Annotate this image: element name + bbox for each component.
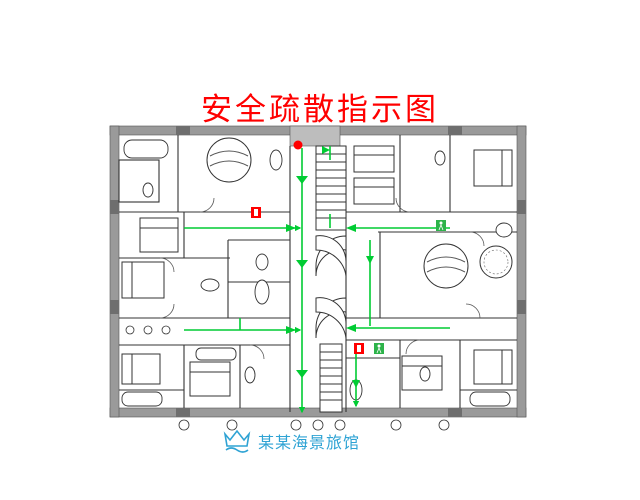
wall-piers — [110, 126, 526, 417]
route-arrows — [286, 146, 374, 388]
fire-extinguisher-icon — [251, 207, 364, 354]
outer-walls — [109, 125, 527, 418]
you-are-here-dot — [293, 140, 303, 150]
round-tables — [125, 325, 450, 431]
room-partitions — [118, 135, 517, 412]
hotel-name: 某某海景旅馆 — [258, 433, 361, 452]
stair-core — [315, 145, 347, 413]
door-swings — [159, 197, 485, 360]
round-beds — [206, 137, 513, 289]
emergency-exit-icon — [374, 220, 446, 354]
wave-crown-logo-icon — [223, 429, 251, 453]
evacuation-routes — [184, 146, 450, 414]
map-title: 安全疏散指示图 — [201, 92, 439, 128]
beds — [121, 145, 513, 397]
hotel-footer: 某某海景旅馆 — [222, 428, 360, 454]
bath-fixtures — [121, 139, 513, 407]
